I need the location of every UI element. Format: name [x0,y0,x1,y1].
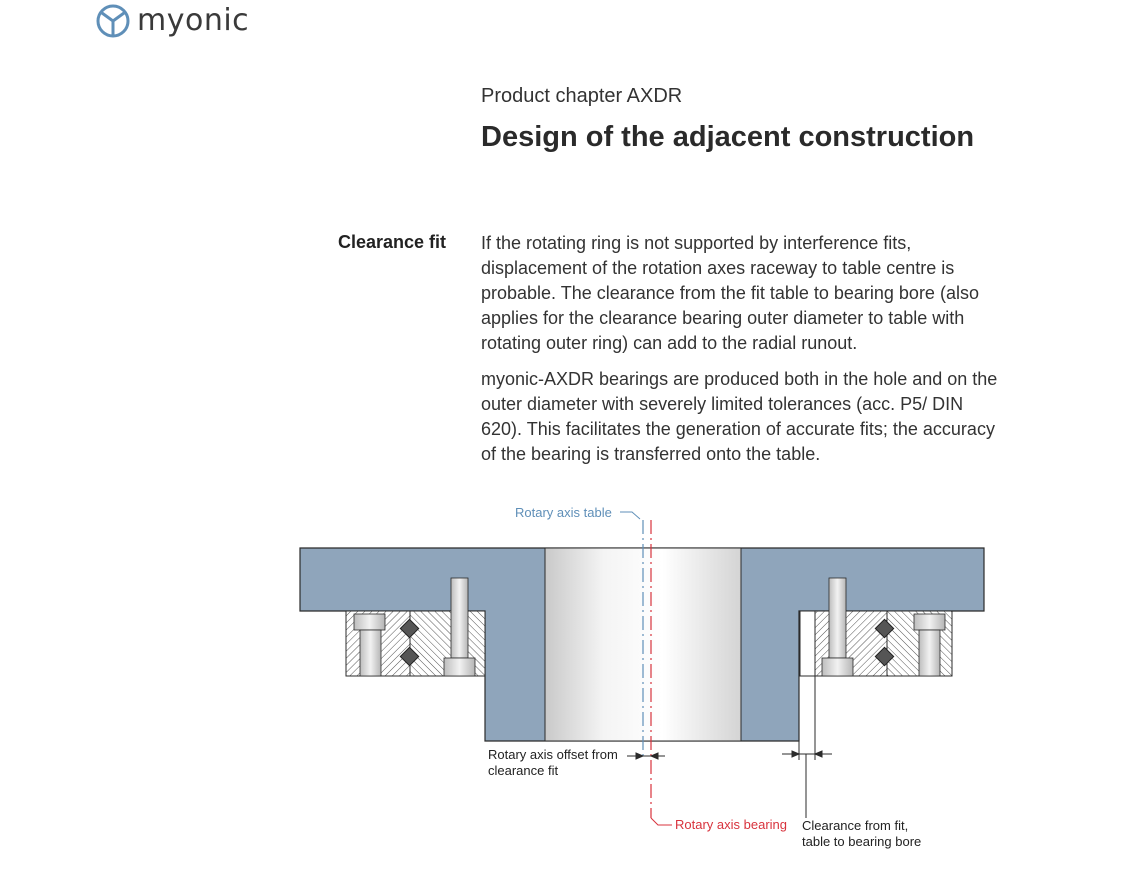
label-rotary-axis-bearing: Rotary axis bearing [675,817,787,832]
myonic-wordmark: myonic [137,3,250,38]
label-axis-offset-line1: Rotary axis offset from [488,747,618,762]
clearance-dimension [782,676,832,818]
bearing-right [799,577,953,677]
body-paragraph: myonic-AXDR bearings are produced both i… [481,369,998,464]
rotary-axis-table-leader [620,511,641,520]
axis-offset-dimension [627,752,665,760]
page-title: Design of the adjacent construction [481,121,975,153]
bearing-left [345,577,486,677]
label-rotary-axis-table: Rotary axis table [515,505,612,520]
section-body: If the rotating ring is not supported by… [481,231,1001,478]
chapter-label: Product chapter AXDR [481,85,683,107]
label-axis-offset-line2: clearance fit [488,763,558,778]
section-heading: Clearance fit [338,232,447,252]
rotary-axis-bearing-leader [650,817,672,826]
label-clearance-line1: Clearance from fit, [802,818,908,833]
myonic-logo-icon [96,4,130,38]
body-paragraph: If the rotating ring is not supported by… [481,233,979,353]
myonic-logo: myonic [96,4,249,38]
label-clearance-line2: table to bearing bore [802,834,921,849]
